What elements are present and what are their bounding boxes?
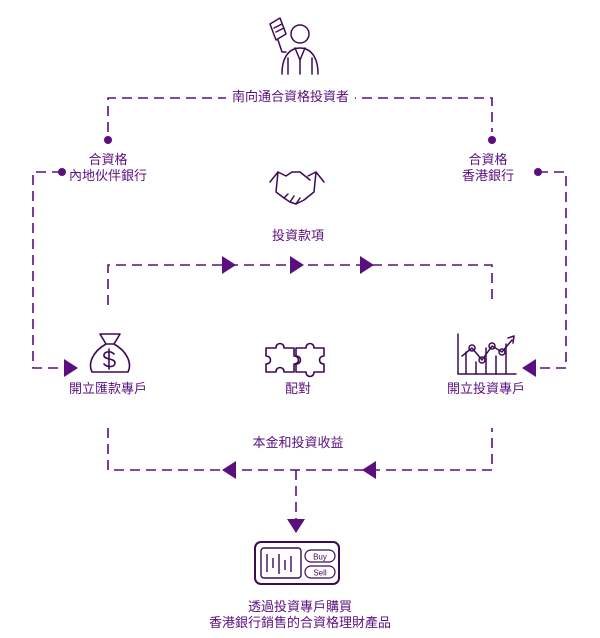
flow-arrows	[64, 256, 536, 533]
investment-account-label: 開立投資專戶	[446, 382, 525, 397]
remittance-account-label: 開立匯款專戶	[68, 382, 147, 397]
trading-terminal-icon: Buy Sell	[254, 541, 340, 585]
bottom-line2: 香港銀行銷售的合資格理財產品	[208, 616, 391, 631]
left-outer-line	[32, 171, 66, 369]
investment-flow-line	[107, 264, 493, 305]
hk-bank-line1: 合資格	[468, 153, 508, 168]
puzzle-pieces-icon	[265, 342, 325, 378]
arrow-left-2	[222, 461, 236, 479]
left-dot	[104, 136, 112, 144]
right-outer-line	[534, 171, 567, 369]
bar-chart-icon	[457, 333, 517, 375]
money-bag-icon	[89, 333, 131, 373]
arrow-right-1	[222, 256, 236, 274]
arrow-down	[287, 519, 305, 533]
handshake-icon	[269, 171, 325, 205]
hk-bank-label: 合資格 香港銀行	[448, 153, 528, 185]
investment-funds-label: 投資款項	[271, 229, 324, 244]
principal-returns-label: 本金和投資收益	[252, 436, 344, 451]
bottom-line1: 透過投資專戶購買	[247, 600, 352, 615]
mainland-bank-label: 合資格 內地伙伴銀行	[68, 153, 148, 185]
mainland-bank-line2: 內地伙伴銀行	[68, 169, 147, 184]
sell-label: Sell	[313, 569, 327, 578]
bottom-caption: 透過投資專戶購買 香港銀行銷售的合資格理財產品	[190, 600, 410, 632]
return-flow-line	[107, 428, 493, 471]
arrow-right-3	[360, 256, 374, 274]
arrow-into-left-account	[64, 359, 78, 377]
right-outer-dot	[534, 168, 542, 176]
investor-label: 南向通合資格投資者	[226, 90, 356, 106]
matching-label: 配對	[284, 382, 311, 397]
arrow-left-1	[362, 461, 376, 479]
connector-dots	[58, 136, 542, 176]
left-outer-dot	[58, 168, 66, 176]
right-dot	[488, 136, 496, 144]
mainland-bank-line1: 合資格	[88, 153, 128, 168]
arrow-right-2	[290, 256, 304, 274]
investor-with-cash-icon	[269, 17, 319, 75]
hk-bank-line2: 香港銀行	[461, 169, 514, 184]
arrow-into-right-account	[522, 359, 536, 377]
buy-label: Buy	[313, 553, 327, 562]
